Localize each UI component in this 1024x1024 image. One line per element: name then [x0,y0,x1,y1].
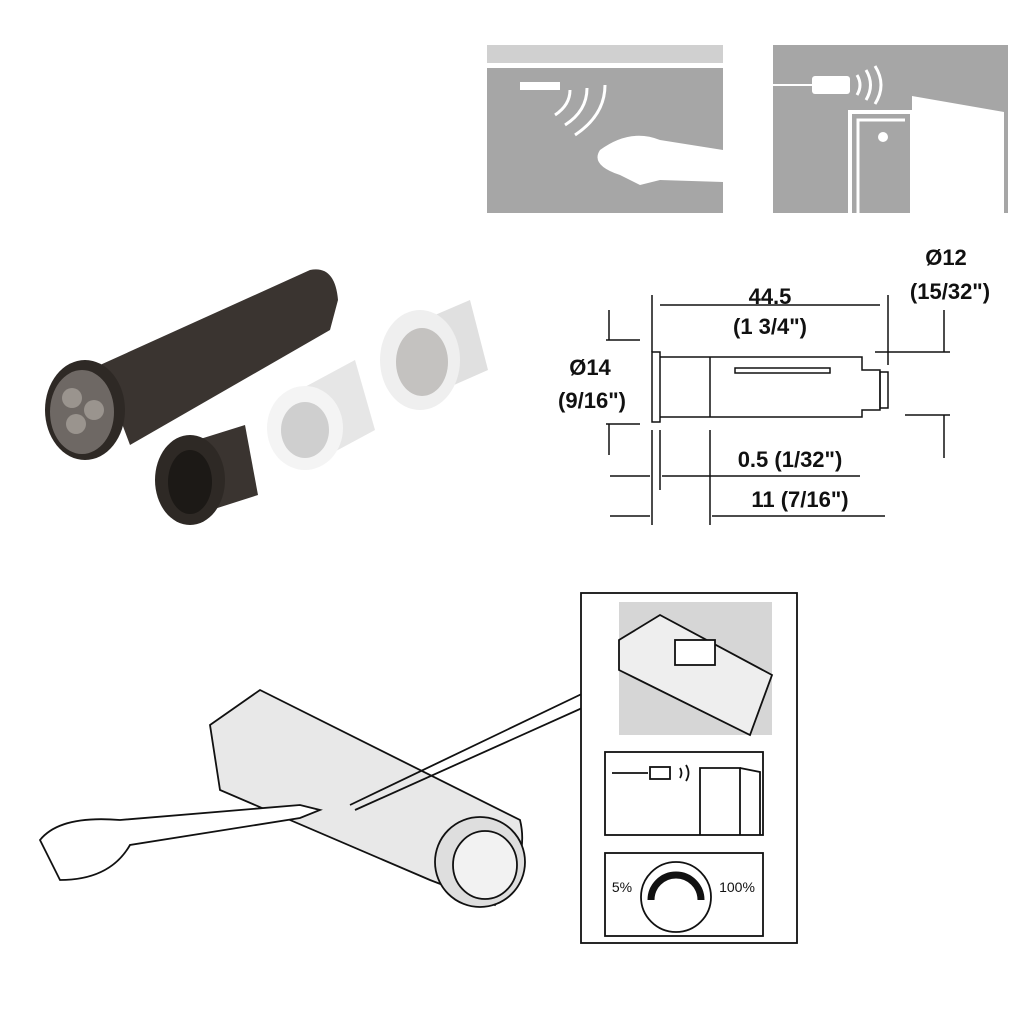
flange-thickness-label: 0.5 (1/32") [737,447,843,472]
adjustment-illustration [38,688,601,908]
tip-diameter-mm-label: Ø12 [925,245,967,270]
detail-inset [580,592,798,944]
door-mode-icon [773,45,1008,213]
length-in-label: (1 3/4") [732,314,808,339]
dark-sleeve [155,425,258,525]
tip-diameter-in-label: (15/32") [909,279,991,304]
sensor-product-photo [45,269,488,525]
length-mm-label: 44.5 [748,284,792,309]
white-sleeve [267,360,375,470]
light-gray-sleeve [380,300,488,410]
dimmer-min-label: 5% [611,879,633,895]
dimension-drawing [606,295,950,525]
dimmer-max-label: 100% [719,879,755,895]
recess-depth-label: 11 (7/16") [751,487,849,512]
flange-diameter-mm-label: Ø14 [569,355,611,380]
flange-diameter-in-label: (9/16") [558,388,626,413]
hand-wave-mode-icon [487,45,723,213]
